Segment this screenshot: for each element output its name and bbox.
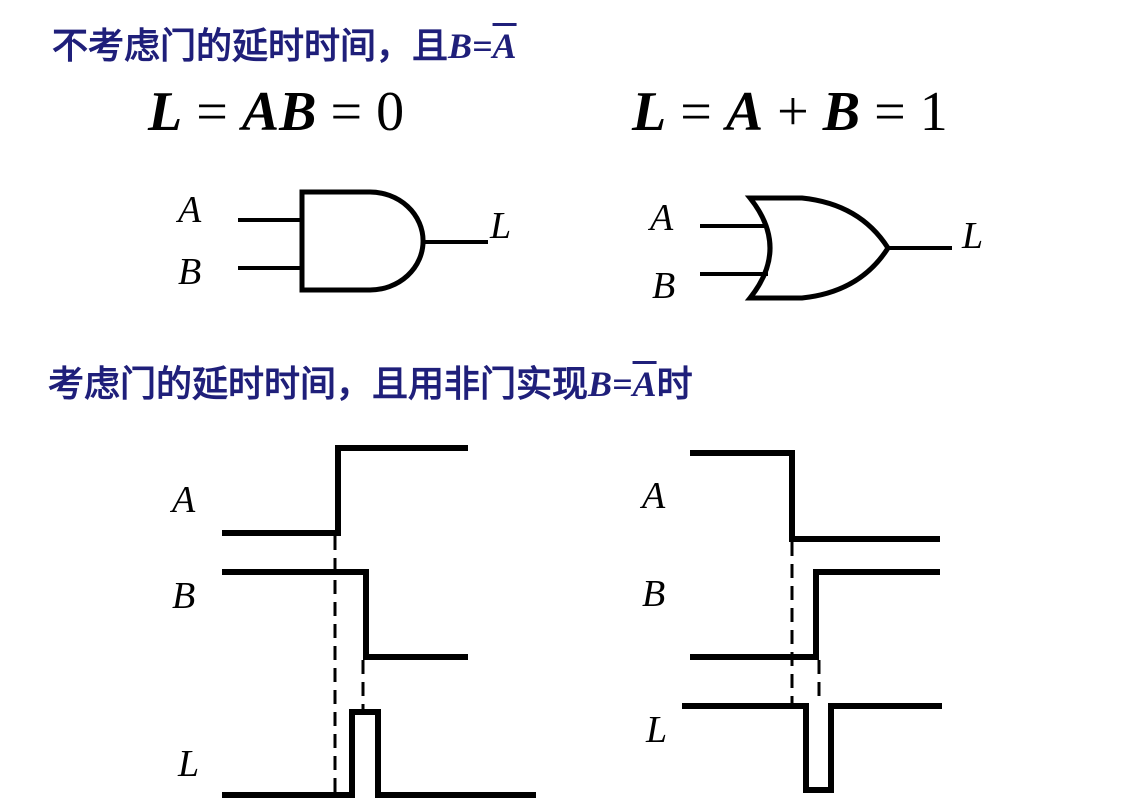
or-gate-output-label: L bbox=[961, 215, 983, 257]
waveform-or-signal-b bbox=[690, 569, 940, 660]
waveform-and-label-b: B bbox=[172, 575, 195, 617]
heading-no-delay-expression: B=A bbox=[448, 26, 517, 66]
waveform-and-label-a: A bbox=[169, 479, 196, 521]
waveform-or-case bbox=[682, 450, 942, 793]
heading-with-delay-expression: B=A bbox=[588, 364, 657, 404]
heading-with-delay: 考虑门的延时时间，且用非门实现B=A时 bbox=[48, 362, 693, 407]
heading-with-delay-text: 考虑门的延时时间，且用非门实现 bbox=[48, 364, 589, 405]
heading-with-delay-suffix: 时 bbox=[656, 364, 693, 405]
waveform-or-label-a: A bbox=[639, 475, 666, 517]
and-gate-input-b-label: B bbox=[178, 251, 201, 293]
waveform-and-signal-l bbox=[222, 709, 536, 798]
or-gate-body bbox=[744, 195, 891, 301]
heading-no-delay-text: 不考虑门的延时时间，且 bbox=[52, 26, 449, 67]
or-gate-input-a-label: A bbox=[647, 197, 674, 239]
and-gate-input-a-label: A bbox=[175, 189, 202, 231]
waveform-or-label-l: L bbox=[645, 709, 667, 751]
and-gate-symbol: A B L bbox=[175, 189, 511, 293]
equation-and: L = AB = 0 bbox=[148, 81, 405, 143]
waveform-or-label-b: B bbox=[642, 573, 665, 615]
or-gate-symbol: A B L bbox=[647, 195, 983, 307]
and-gate-output-label: L bbox=[489, 205, 511, 247]
equation-or: L = A + B = 1 bbox=[632, 81, 948, 143]
waveform-or-signal-a bbox=[690, 450, 940, 542]
and-gate-body bbox=[299, 189, 426, 293]
waveform-and-signal-a bbox=[222, 445, 468, 536]
waveform-or-signal-l bbox=[682, 703, 942, 793]
waveform-and-case bbox=[222, 445, 536, 798]
or-gate-input-b-label: B bbox=[652, 265, 675, 307]
heading-no-delay: 不考虑门的延时时间，且B=A bbox=[52, 24, 517, 69]
waveform-and-label-l: L bbox=[177, 743, 199, 785]
waveform-and-signal-b bbox=[222, 569, 468, 660]
